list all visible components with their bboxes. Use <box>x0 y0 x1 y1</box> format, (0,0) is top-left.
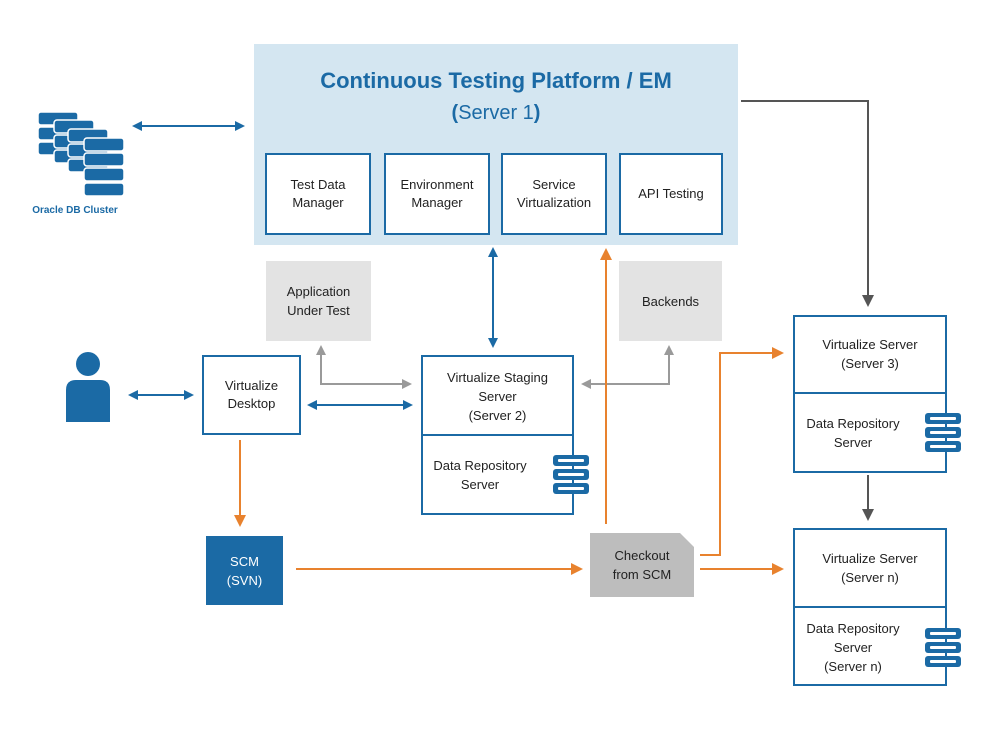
scm-box: SCM (SVN) <box>206 536 283 605</box>
user-icon <box>66 352 110 422</box>
application-under-test-box: Application Under Test <box>266 261 371 341</box>
platform-subtitle: (Server 1) <box>254 100 738 126</box>
module-service-virtualization: Service Virtualization <box>501 153 607 235</box>
server3-repo-label: Data Repository Server <box>806 416 900 450</box>
staging-divider <box>421 434 574 436</box>
server-stack-icon <box>925 413 961 452</box>
database-cluster-icon <box>37 111 125 197</box>
staging-backends-arrow <box>581 345 674 389</box>
server3-label: Virtualize Server (Server 3) <box>822 337 918 371</box>
server-n-label: Virtualize Server (Server n) <box>822 551 918 585</box>
checkout-label: Checkout from SCM <box>612 548 672 582</box>
subtitle-paren-open: ( <box>451 102 459 124</box>
virtualize-desktop-box: Virtualize Desktop <box>202 355 301 435</box>
oracle-db-label: Oracle DB Cluster <box>32 205 118 216</box>
aut-staging-arrow <box>316 345 412 389</box>
module-api-testing: API Testing <box>619 153 723 235</box>
module-environment-manager: Environment Manager <box>384 153 490 235</box>
backends-box: Backends <box>619 261 722 341</box>
document-icon <box>590 533 694 597</box>
server-n-divider <box>793 606 947 608</box>
server3-box <box>793 315 947 473</box>
checkout-server3-arrow <box>700 347 784 556</box>
server3-divider <box>793 392 947 394</box>
module-test-data-manager: Test Data Manager <box>265 153 371 235</box>
subtitle-paren-close: ) <box>533 102 541 124</box>
staging-server-label: Virtualize Staging Server (Server 2) <box>447 369 548 423</box>
platform-title: Continuous Testing Platform / EM <box>320 68 672 93</box>
platform-server3-arrow <box>741 100 874 307</box>
staging-repo-label: Data Repository Server <box>433 458 527 492</box>
server-n-repo-label: Data Repository Server (Server n) <box>806 620 900 674</box>
server-stack-icon <box>553 455 589 494</box>
server-stack-icon <box>925 628 961 667</box>
subtitle-server: Server 1 <box>458 102 534 124</box>
